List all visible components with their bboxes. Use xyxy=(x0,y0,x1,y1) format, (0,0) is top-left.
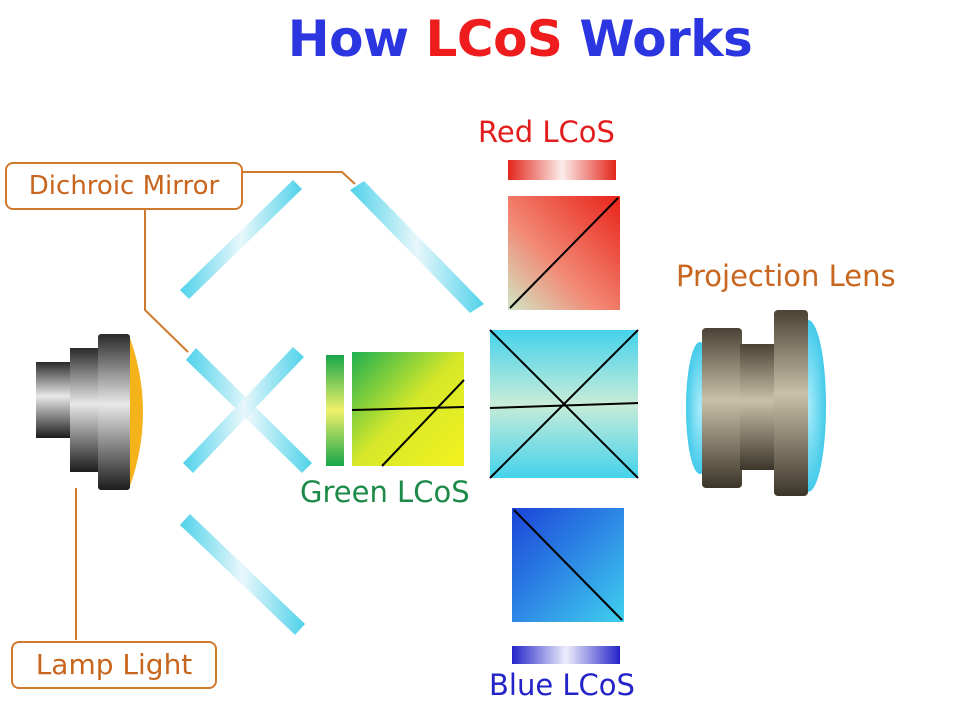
diagram-title: How LCoS Works xyxy=(0,10,960,68)
blue-prism xyxy=(512,508,624,622)
blue-lcos-label: Blue LCoS xyxy=(489,668,635,702)
red-lcos-label: Red LCoS xyxy=(478,115,615,149)
dichroic-mirror-cross-b xyxy=(183,347,304,473)
dichroic-mirror-top-right xyxy=(350,181,484,313)
red-lcos-panel xyxy=(508,160,616,180)
red-prism xyxy=(508,196,620,310)
combining-prism xyxy=(489,329,639,479)
lamp-light-label: Lamp Light xyxy=(11,641,217,689)
projection-lens-icon xyxy=(686,310,826,496)
title-suffix: Works xyxy=(579,10,753,68)
green-prism xyxy=(351,352,465,467)
projection-lens-label: Projection Lens xyxy=(676,259,896,293)
callout-lines xyxy=(75,171,356,640)
lamp-icon xyxy=(36,334,143,490)
dichroic-mirror-top-left xyxy=(180,180,302,299)
title-highlight: LCoS xyxy=(425,10,563,68)
green-lcos-panel xyxy=(326,355,344,466)
dichroic-mirror-bottom xyxy=(180,514,305,635)
title-prefix: How xyxy=(287,10,409,68)
green-lcos-label: Green LCoS xyxy=(300,475,470,509)
blue-lcos-panel xyxy=(512,646,620,664)
dichroic-mirror-label: Dichroic Mirror xyxy=(5,162,243,210)
